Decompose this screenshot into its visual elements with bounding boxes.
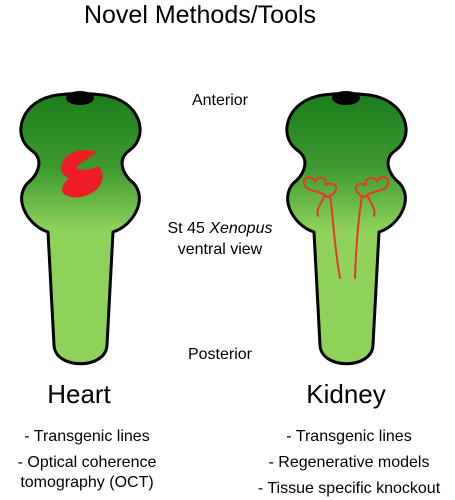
heart-organ-icon [61, 150, 103, 198]
kidney-methods-list: - Transgenic lines - Regenerative models… [246, 427, 452, 499]
figure-title: Novel Methods/Tools [83, 1, 317, 29]
list-item: - Transgenic lines [286, 428, 412, 445]
list-item: - Optical coherence [17, 454, 157, 471]
stage-prefix: St 45 [167, 220, 210, 237]
tadpole-heart-body [19, 91, 142, 366]
mouth-icon [66, 91, 94, 105]
mouth-icon [332, 91, 360, 105]
heart-methods-list: - Transgenic lines - Optical coherence t… [0, 427, 174, 493]
heart-title: Heart [47, 379, 111, 409]
stage-label: St 45 Xenopus [120, 219, 320, 239]
list-item: - Regenerative models [268, 454, 430, 471]
posterior-label: Posterior [187, 346, 253, 363]
tadpole-kidney-body [285, 91, 408, 366]
view-label: ventral view [177, 241, 263, 258]
anterior-label: Anterior [191, 92, 249, 109]
list-item: - Transgenic lines [24, 428, 150, 445]
list-item: tomography (OCT) [20, 474, 154, 491]
list-item: - Tissue specific knockout [257, 480, 441, 497]
kidney-organ-icon [302, 176, 390, 279]
stage-species: Xenopus [209, 220, 273, 237]
kidney-title: Kidney [306, 379, 386, 409]
